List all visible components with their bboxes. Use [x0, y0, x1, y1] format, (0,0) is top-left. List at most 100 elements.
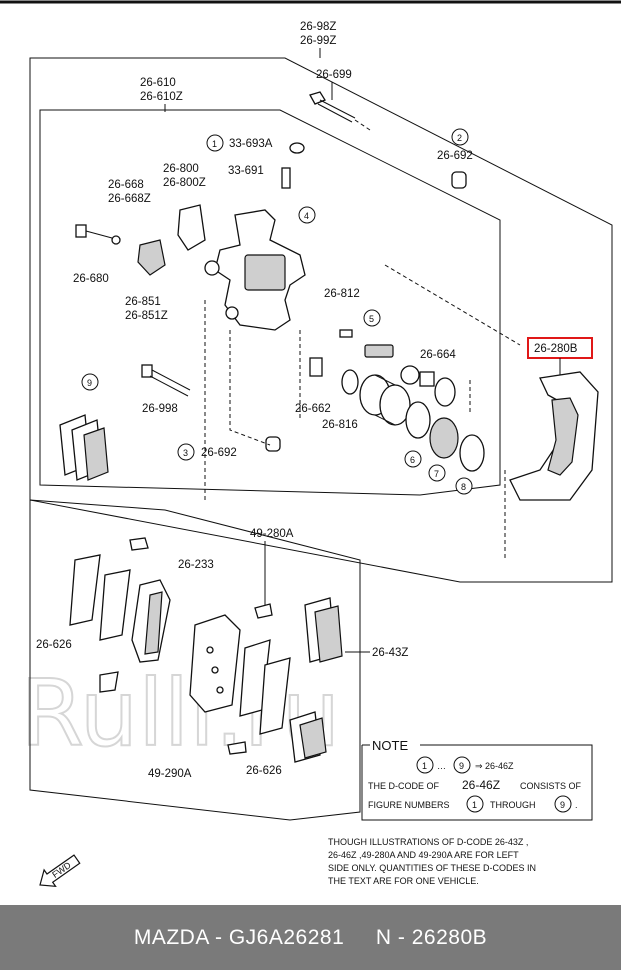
label-26-812: 26-812: [324, 288, 360, 300]
label-26-43z: 26-43Z: [372, 647, 408, 659]
footer-part-number: MAZDA - GJ6A26281 N - 26280B: [133, 925, 488, 949]
caliper-bracket: [509, 371, 599, 501]
label-26-680: 26-680: [73, 273, 109, 285]
svg-text:7: 7: [434, 469, 439, 479]
callout-9: 9: [81, 373, 99, 391]
snap-ring: [341, 369, 359, 395]
callout-4: 4: [298, 206, 316, 224]
label-26-692-bottom: 26-692: [201, 447, 237, 459]
outer-caliper-frame: [29, 57, 613, 583]
brake-pad-outer: [131, 579, 171, 663]
guide-bolt-bottom: [141, 364, 191, 397]
label-26-233: 26-233: [178, 559, 214, 571]
callout-8: 8: [455, 477, 473, 495]
note-line3-through: THROUGH: [490, 800, 536, 810]
parts-diagram: Rulli.ru 26-98Z 26-99Z 26-610 26-610Z 26…: [0, 0, 621, 888]
group-label-line2: 26-99Z: [300, 35, 336, 47]
label-26-851z: 26-851Z: [125, 310, 168, 322]
caliper-body: [204, 209, 306, 331]
callout-7: 7: [428, 464, 446, 482]
dust-boot: [429, 417, 459, 459]
pin-small: [339, 329, 353, 338]
note-line2-b: CONSISTS OF: [520, 781, 582, 791]
label-26-851: 26-851: [125, 296, 161, 308]
label-26-668z: 26-668Z: [108, 193, 151, 205]
guide-bolt-top: [309, 91, 371, 131]
disclaimer-line1: THOUGH ILLUSTRATIONS OF D-CODE 26-43Z ,: [328, 837, 528, 847]
label-33-693a: 33-693A: [229, 138, 273, 150]
label-26-280b: 26-280B: [534, 343, 578, 355]
construction-lines: [204, 264, 521, 560]
spring-washer: [400, 365, 420, 385]
note-range-end: 9: [459, 761, 464, 771]
callout-6: 6: [404, 450, 422, 468]
spring: [434, 377, 456, 407]
label-26-692-top: 26-692: [437, 150, 473, 162]
svg-text:2: 2: [457, 133, 462, 143]
svg-text:9: 9: [87, 378, 92, 388]
group-label-line1: 26-98Z: [300, 21, 336, 33]
bleeder-cap: [289, 142, 305, 154]
piston-ring: [459, 434, 485, 472]
spring-cage: [419, 371, 435, 387]
label-26-662: 26-662: [295, 403, 331, 415]
pad-kit-packs: [289, 597, 343, 763]
label-26-664: 26-664: [420, 349, 456, 361]
footer-bar: MAZDA - GJ6A26281 N - 26280B: [0, 905, 621, 970]
callout-2: 2: [451, 128, 469, 146]
note-line3-n1: 1: [472, 800, 477, 810]
label-33-691: 33-691: [228, 165, 264, 177]
disclaimer-line3: SIDE ONLY. QUANTITIES OF THESE D-CODES I…: [328, 863, 536, 873]
label-26-626-left: 26-626: [36, 639, 72, 651]
note-line2-code: 26-46Z: [462, 778, 500, 792]
shim-plates: [69, 554, 291, 735]
label-26-816: 26-816: [322, 419, 358, 431]
note-line3-end: .: [575, 800, 578, 810]
note-title: NOTE: [372, 738, 408, 753]
note-line2-a: THE D-CODE OF: [368, 781, 440, 791]
callout-5: 5: [363, 309, 381, 327]
pad-kit-frame: [29, 499, 361, 821]
disclaimer-line4: THE TEXT ARE FOR ONE VEHICLE.: [328, 876, 479, 886]
pin-bolt-left: [75, 224, 121, 245]
note-box: NOTE 1 … 9 ⇒ 26-46Z THE D-CODE OF 26-46Z…: [361, 738, 593, 821]
piston-seal: [405, 401, 431, 439]
anti-rattle-spring: [137, 204, 206, 276]
piston: [359, 374, 411, 426]
callout-3: 3: [177, 443, 195, 461]
svg-text:1: 1: [212, 139, 217, 149]
bushing-bottom: [265, 436, 281, 452]
disclaimer-line2: 26-46Z ,49-280A AND 49-290A ARE FOR LEFT: [328, 850, 519, 860]
inner-caliper-frame: [39, 109, 501, 496]
svg-text:4: 4: [304, 211, 309, 221]
watermark-text: Rulli.ru: [20, 660, 340, 767]
lever-26-662: [309, 357, 323, 377]
note-line3-a: FIGURE NUMBERS: [368, 800, 450, 810]
svg-text:5: 5: [369, 314, 374, 324]
bushing-top: [451, 171, 467, 189]
caliper-label-line1: 26-610: [140, 77, 176, 89]
note-range-start: 1: [422, 761, 427, 771]
label-26-626-bottom: 26-626: [246, 765, 282, 777]
note-ellipsis: …: [437, 761, 446, 771]
label-26-668: 26-668: [108, 179, 144, 191]
svg-text:8: 8: [461, 482, 466, 492]
bleeder-screw: [281, 167, 291, 189]
wear-indicator-clips: [99, 537, 273, 755]
callout-1: 1: [206, 134, 224, 152]
label-26-800z: 26-800Z: [163, 177, 206, 189]
note-arrow-text: ⇒ 26-46Z: [475, 761, 514, 771]
caliper-label-line2: 26-610Z: [140, 91, 183, 103]
label-26-699: 26-699: [316, 69, 352, 81]
svg-text:6: 6: [410, 455, 415, 465]
adjuster-screw: [364, 344, 394, 358]
label-49-290a: 49-290A: [148, 768, 192, 780]
label-49-280a: 49-280A: [250, 528, 294, 540]
brake-pad-inner: [189, 614, 241, 713]
seal-kit-packs: [59, 414, 109, 481]
label-26-998: 26-998: [142, 403, 178, 415]
label-26-800: 26-800: [163, 163, 199, 175]
svg-text:3: 3: [183, 448, 188, 458]
note-line3-n2: 9: [560, 800, 565, 810]
fwd-arrow-icon: FWD: [39, 854, 81, 888]
